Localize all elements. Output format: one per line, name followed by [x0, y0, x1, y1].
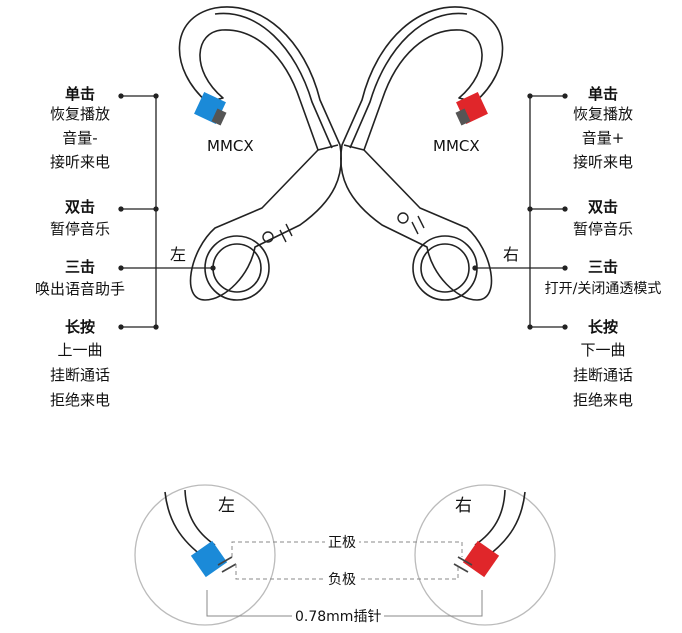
left-single-tap-label: 单击 — [64, 85, 96, 103]
right-single-tap-line: 恢复播放 — [572, 105, 634, 123]
right-triple-tap-label: 三击 — [587, 258, 619, 276]
left-connector-label: MMCX — [207, 137, 254, 155]
right-pin-detail — [414, 484, 556, 626]
right-long-press-line: 下一曲 — [580, 341, 626, 359]
right-single-tap-label: 单击 — [587, 85, 619, 103]
pin-spec-label: 0.78mm插针 — [292, 606, 385, 626]
right-bracket — [472, 93, 568, 330]
left-side-label: 左 — [170, 245, 187, 264]
pin-left-label: 左 — [218, 496, 235, 516]
right-earphone — [340, 6, 504, 301]
right-mmcx-connector — [455, 92, 488, 126]
right-single-tap-line: 音量+ — [581, 129, 625, 147]
left-single-tap-line: 恢复播放 — [49, 105, 111, 123]
left-long-press-line: 拒绝来电 — [49, 391, 111, 409]
right-double-tap-label: 双击 — [587, 198, 619, 216]
right-long-press-line: 挂断通话 — [572, 366, 634, 384]
negative-pole-label: 负极 — [325, 569, 359, 589]
right-double-tap-line: 暂停音乐 — [572, 220, 634, 238]
left-long-press-line: 挂断通话 — [49, 366, 111, 384]
pin-right-label: 右 — [455, 496, 472, 516]
left-single-tap-line: 接听来电 — [49, 153, 111, 171]
right-connector-label: MMCX — [433, 137, 480, 155]
positive-pole-label: 正极 — [325, 532, 359, 552]
right-single-tap-line: 接听来电 — [572, 153, 634, 171]
left-long-press-line: 上一曲 — [57, 341, 103, 359]
left-long-press-label: 长按 — [64, 318, 96, 336]
left-bracket — [118, 93, 216, 330]
left-double-tap-label: 双击 — [64, 198, 96, 216]
left-pin-detail — [134, 484, 276, 626]
right-side-label: 右 — [503, 245, 520, 264]
left-triple-tap-line: 唤出语音助手 — [34, 280, 126, 298]
right-long-press-label: 长按 — [587, 318, 619, 336]
left-single-tap-line: 音量- — [62, 129, 98, 147]
left-mmcx-connector — [194, 92, 227, 126]
right-fiio-logo — [397, 212, 425, 235]
left-fiio-logo — [262, 223, 293, 243]
right-triple-tap-line: 打开/关闭通透模式 — [544, 281, 662, 297]
left-triple-tap-label: 三击 — [64, 258, 96, 276]
left-double-tap-line: 暂停音乐 — [49, 220, 111, 238]
right-long-press-line: 拒绝来电 — [572, 391, 634, 409]
left-earphone — [178, 6, 342, 301]
